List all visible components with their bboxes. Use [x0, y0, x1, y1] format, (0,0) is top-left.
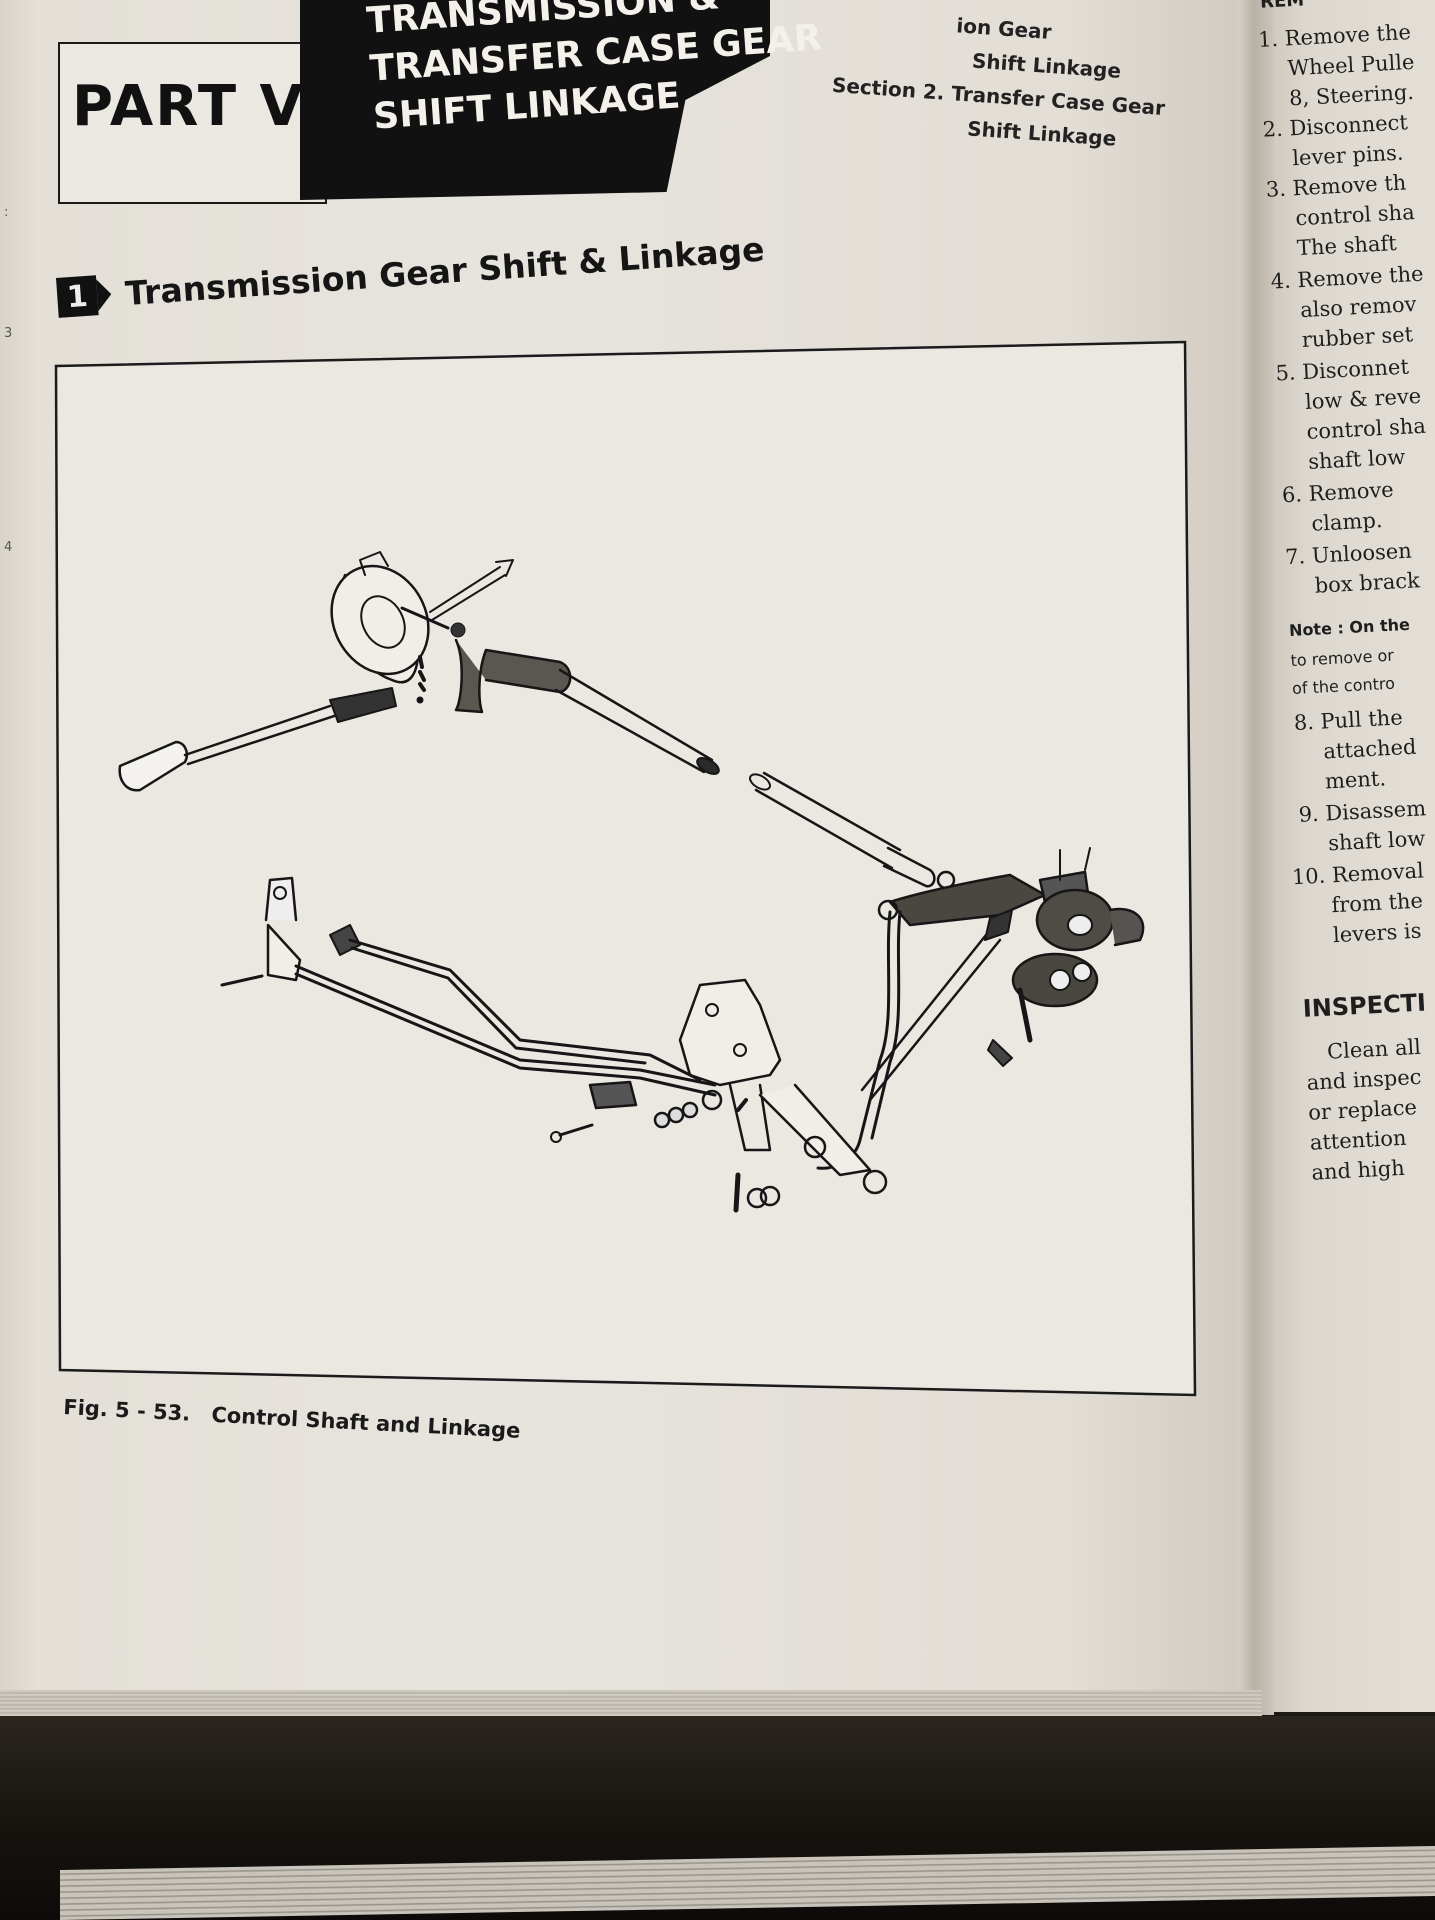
right-page-text: REM 1. Remove the Wheel Pulle 8, Steerin… — [1256, 0, 1435, 1200]
clevis-and-washers — [550, 1080, 781, 1213]
step-line: shaft low — [1307, 444, 1406, 474]
step-line: also remov — [1299, 292, 1417, 323]
shaft-pin-parts — [416, 655, 426, 704]
step-line: 8, Steering. — [1288, 79, 1415, 111]
right-page — [1266, 0, 1435, 1712]
step-line: box brack — [1314, 568, 1421, 598]
book-gutter — [1238, 0, 1274, 1715]
right-page-heading-fragment: REM — [1259, 0, 1305, 13]
step-line: from the — [1330, 888, 1424, 918]
figure-border — [54, 340, 1197, 1397]
step-line: 8. Pull the — [1293, 705, 1404, 735]
step-line: lever pins. — [1291, 140, 1405, 171]
step-line: 4. Remove the — [1270, 261, 1425, 294]
part-label: PART V — [72, 74, 305, 139]
step-line: 10. Removal — [1291, 858, 1425, 890]
gearshift-lever — [118, 687, 397, 792]
connecting-rods — [816, 909, 1013, 1170]
shift-lever-assembly — [877, 847, 1145, 1067]
step-line: 2. Disconnect — [1262, 110, 1409, 142]
note-line: to remove or — [1290, 645, 1395, 671]
inspection-heading: INSPECTI — [1302, 988, 1427, 1023]
step-line: clamp. — [1310, 508, 1384, 536]
step-line: rubber set — [1301, 322, 1414, 353]
inspection-line: and inspec — [1306, 1064, 1423, 1095]
step-line: shaft low — [1327, 826, 1426, 856]
step-line: Wheel Pulle — [1286, 49, 1415, 81]
step-line: 5. Disconnet — [1274, 354, 1410, 386]
step-line: 9. Disassem — [1298, 796, 1427, 827]
inspection-line: Clean all — [1326, 1034, 1422, 1064]
step-line: control sha — [1294, 200, 1416, 231]
step-line: control sha — [1306, 413, 1427, 444]
upper-control-shaft — [400, 606, 720, 775]
step-line: 1. Remove the — [1257, 19, 1412, 52]
note-line: Note : On the — [1288, 614, 1411, 641]
inspection-line: attention — [1309, 1125, 1408, 1155]
step-line: levers is — [1332, 918, 1422, 948]
step-line: 6. Remove — [1281, 477, 1395, 508]
part-label-box — [58, 42, 327, 204]
step-line: ment. — [1324, 766, 1387, 794]
step-line: 7. Unloosen — [1284, 538, 1413, 570]
note-line: of the contro — [1291, 673, 1396, 699]
cross-shaft-bracket — [678, 978, 888, 1195]
step-line: The shaft — [1296, 230, 1398, 261]
figure-illustration — [54, 340, 1197, 1397]
margin-mark: 3 — [4, 326, 13, 341]
inspection-line: and high — [1310, 1155, 1406, 1185]
shaft-housing-collar — [330, 551, 514, 684]
lower-control-shaft — [749, 771, 956, 890]
page-edges — [0, 1690, 1262, 1716]
inspection-line: or replace — [1307, 1095, 1418, 1125]
margin-mark: 4 — [4, 540, 13, 555]
step-line: attached — [1322, 734, 1418, 764]
step-line: low & reve — [1304, 383, 1422, 414]
margin-mark: : — [4, 205, 9, 220]
step-line: 3. Remove th — [1265, 170, 1407, 202]
left-linkage-rods — [220, 876, 717, 1097]
